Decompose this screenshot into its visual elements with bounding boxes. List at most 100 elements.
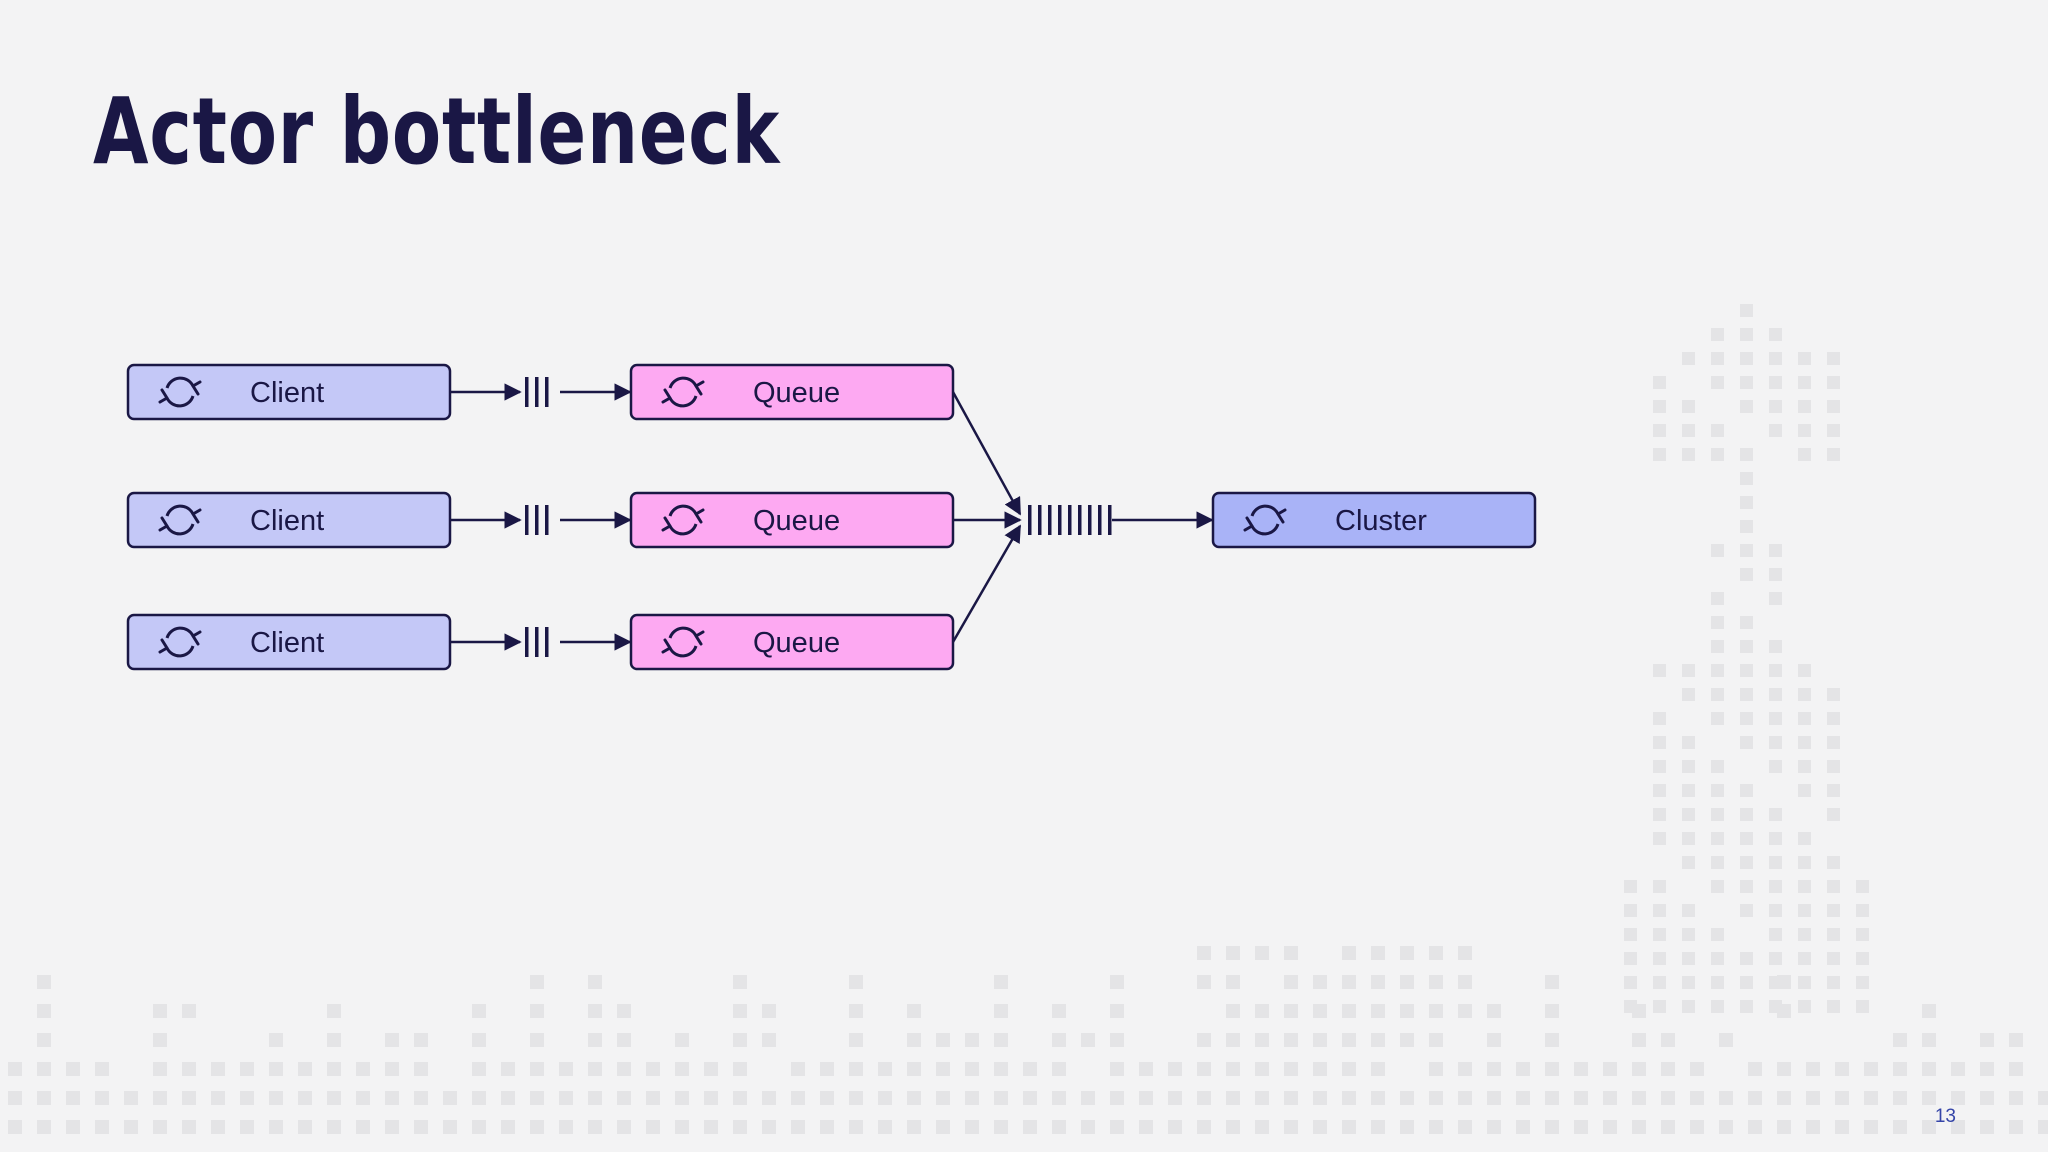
pixel-square: [1769, 544, 1782, 557]
message-bar: [545, 627, 549, 657]
pixel-square: [1740, 568, 1753, 581]
client-actor-2-label: Client: [250, 505, 324, 537]
pixel-square: [1740, 904, 1753, 917]
pixel-square: [646, 1091, 660, 1105]
pixel-square: [849, 1004, 863, 1018]
pixel-square: [1798, 832, 1811, 845]
pixel-square: [559, 1120, 573, 1134]
pixel-square: [1711, 544, 1724, 557]
pixel-square: [1653, 1000, 1666, 1013]
pixel-square: [385, 1033, 399, 1047]
pixel-square: [37, 1091, 51, 1105]
pixel-square: [1682, 928, 1695, 941]
pixel-square: [1342, 975, 1356, 989]
pixel-square: [66, 1091, 80, 1105]
pixel-square: [1400, 1091, 1414, 1105]
message-bars-icon: [525, 377, 549, 407]
pixel-square: [1400, 975, 1414, 989]
pixel-square: [617, 1091, 631, 1105]
pixel-square: [965, 1091, 979, 1105]
pixel-square: [1653, 952, 1666, 965]
pixel-square: [1226, 1033, 1240, 1047]
pixel-square: [588, 1033, 602, 1047]
pixel-square: [1458, 975, 1472, 989]
pixel-square: [1827, 880, 1840, 893]
pixel-square: [1284, 1062, 1298, 1076]
message-bars-icon: [525, 627, 549, 657]
message-bar: [535, 377, 539, 407]
pixel-square: [1661, 1120, 1675, 1134]
pixel-square: [1342, 1004, 1356, 1018]
client-actor-3-label: Client: [250, 627, 324, 659]
pixel-square: [1740, 976, 1753, 989]
pixel-square: [1798, 400, 1811, 413]
pixel-square: [1798, 424, 1811, 437]
message-bar: [1068, 505, 1072, 535]
pixel-square: [1798, 856, 1811, 869]
message-bar: [545, 377, 549, 407]
pixel-square: [1400, 1033, 1414, 1047]
pixel-square: [1740, 952, 1753, 965]
pixel-square: [1110, 975, 1124, 989]
pixel-square: [1342, 1033, 1356, 1047]
pixel-square: [762, 1033, 776, 1047]
pixel-square: [1516, 1091, 1530, 1105]
client-actor-3: Client: [126, 613, 452, 671]
pixel-square: [1922, 1091, 1936, 1105]
pixel-square: [733, 975, 747, 989]
pixel-square: [1458, 1091, 1472, 1105]
pixel-square: [1798, 376, 1811, 389]
pixel-square: [472, 1062, 486, 1076]
pixel-square: [1827, 688, 1840, 701]
pixel-square: [1951, 1120, 1965, 1134]
pixel-square: [1951, 1062, 1965, 1076]
pixel-square: [1052, 1120, 1066, 1134]
pixel-square: [1711, 808, 1724, 821]
pixel-square: [646, 1062, 660, 1076]
pixel-square: [1769, 760, 1782, 773]
pixel-square: [1980, 1091, 1994, 1105]
pixel-square: [1740, 472, 1753, 485]
pixel-square: [1545, 1004, 1559, 1018]
pixel-square: [1545, 1033, 1559, 1047]
pixel-square: [37, 1062, 51, 1076]
pixel-square: [762, 1120, 776, 1134]
pixel-square: [994, 1062, 1008, 1076]
pixel-square: [1769, 808, 1782, 821]
pixel-square: [762, 1091, 776, 1105]
pixel-square: [1603, 1120, 1617, 1134]
pixel-square: [1719, 1033, 1733, 1047]
pixel-square: [1139, 1120, 1153, 1134]
pixel-square: [1429, 1091, 1443, 1105]
pixel-square: [1653, 424, 1666, 437]
pixel-square: [37, 1120, 51, 1134]
pixel-square: [1798, 448, 1811, 461]
pixel-square: [1827, 856, 1840, 869]
message-bar: [1058, 505, 1062, 535]
pixel-square: [414, 1033, 428, 1047]
pixel-square: [1864, 1091, 1878, 1105]
pixel-square: [1545, 1120, 1559, 1134]
pixel-square: [1226, 1004, 1240, 1018]
pixel-square: [1371, 946, 1385, 960]
pixel-square: [1168, 1091, 1182, 1105]
pixel-square: [530, 1033, 544, 1047]
pixel-square: [2009, 1091, 2023, 1105]
pixel-square: [1400, 1120, 1414, 1134]
pixel-square: [1798, 688, 1811, 701]
pixel-square: [1798, 928, 1811, 941]
pixel-square: [153, 1120, 167, 1134]
pixel-square: [1632, 1062, 1646, 1076]
pixel-square: [1740, 664, 1753, 677]
pixel-square: [1835, 1091, 1849, 1105]
pixel-square: [1711, 640, 1724, 653]
pixel-square: [1827, 928, 1840, 941]
pixel-square: [414, 1091, 428, 1105]
pixel-square: [124, 1120, 138, 1134]
pixel-square: [965, 1120, 979, 1134]
pixel-square: [1740, 832, 1753, 845]
pixel-square: [1429, 1033, 1443, 1047]
pixel-square: [37, 1004, 51, 1018]
arrow-right-icon: [951, 391, 1022, 516]
